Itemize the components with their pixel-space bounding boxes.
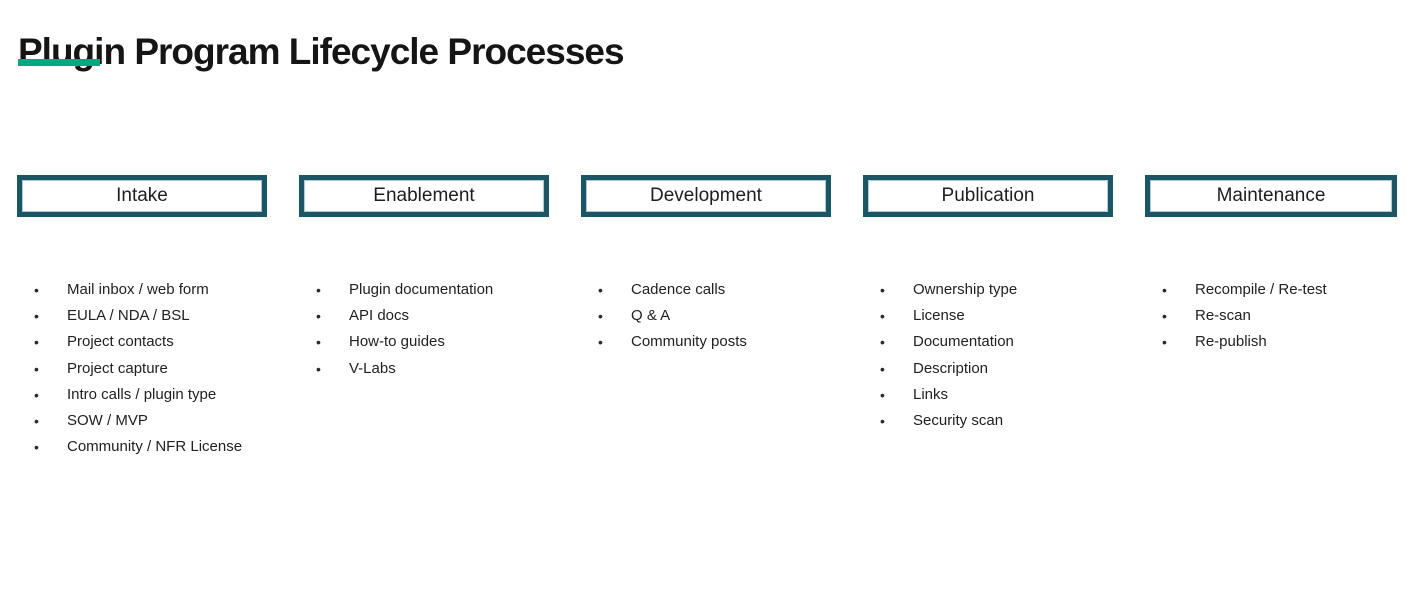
bullet-icon: • <box>316 308 321 325</box>
bullet-icon: • <box>34 413 39 430</box>
bullet-icon: • <box>880 413 885 430</box>
bullet-icon: • <box>1162 282 1167 298</box>
list-item-label: Cadence calls <box>631 281 726 298</box>
list-item: • SOW / MVP <box>17 408 267 434</box>
process-column-enablement: Enablement • Plugin documentation • API do… <box>299 175 549 460</box>
list-item: • Mail inbox / web form <box>17 277 267 303</box>
column-header-box: Development <box>581 175 831 217</box>
list-item-label: Project capture <box>67 359 168 377</box>
bullet-icon: • <box>316 334 321 351</box>
title-accent-bar <box>18 59 100 66</box>
process-list: • Mail inbox / web form • EULA / NDA / BSL… <box>17 277 267 460</box>
list-item-label: SOW / MVP <box>67 412 148 430</box>
column-header-label: Intake <box>22 180 262 212</box>
column-header-label: Maintenance <box>1150 180 1392 212</box>
list-item-label: Security scan <box>913 412 1004 430</box>
bullet-icon: • <box>34 439 39 456</box>
list-item-label: Ownership type <box>913 281 1018 298</box>
list-item-label: Mail inbox / web form <box>67 281 209 298</box>
list-item: • Security scan <box>863 408 1113 434</box>
bullet-icon: • <box>34 334 39 351</box>
list-item-label: Community posts <box>631 333 747 351</box>
process-list: • Cadence calls • Q & A • Community posts <box>581 277 831 356</box>
process-columns: Intake • Mail inbox / web form • EULA / ND… <box>17 175 1397 460</box>
list-item-label: Re-scan <box>1195 307 1251 325</box>
list-item: • Cadence calls <box>581 277 831 303</box>
list-item-label: Recompile / Re-test <box>1195 281 1327 298</box>
process-column-development: Development • Cadence calls • Q & A • Commu… <box>581 175 831 460</box>
page-title: Plugin Program Lifecycle Processes <box>18 30 625 72</box>
list-item: • Plugin documentation <box>299 277 549 303</box>
bullet-icon: • <box>34 386 39 403</box>
list-item: • Community posts <box>581 329 831 355</box>
column-header-box: Intake <box>17 175 267 217</box>
bullet-icon: • <box>598 334 603 351</box>
list-item: • How-to guides <box>299 329 549 355</box>
list-item: • Q & A <box>581 303 831 329</box>
list-item-label: EULA / NDA / BSL <box>67 307 190 325</box>
list-item-label: Project contacts <box>67 333 174 351</box>
list-item-label: Intro calls / plugin type <box>67 385 217 403</box>
list-item-label: Description <box>913 359 989 377</box>
bullet-icon: • <box>880 334 885 351</box>
process-column-maintenance: Maintenance • Recompile / Re-test • Re-sca… <box>1145 175 1397 460</box>
bullet-icon: • <box>316 282 321 298</box>
column-header-box: Enablement <box>299 175 549 217</box>
list-item: • Project capture <box>17 356 267 382</box>
bullet-icon: • <box>34 308 39 325</box>
list-item-label: Community / NFR License <box>67 438 243 456</box>
list-item-label: How-to guides <box>349 333 445 351</box>
list-item-label: Re-publish <box>1195 333 1267 351</box>
process-list: • Plugin documentation • API docs • How-to … <box>299 277 549 382</box>
bullet-icon: • <box>880 360 885 377</box>
process-column-publication: Publication • Ownership type • License • Do… <box>863 175 1113 460</box>
list-item: • Re-publish <box>1145 329 1397 355</box>
column-header-label: Development <box>586 180 826 212</box>
list-item: • Links <box>863 382 1113 408</box>
bullet-icon: • <box>598 308 603 325</box>
list-item: • V-Labs <box>299 356 549 382</box>
list-item: • License <box>863 303 1113 329</box>
bullet-icon: • <box>880 386 885 403</box>
process-list: •Ownership type •License •Documentation … <box>863 277 1113 434</box>
process-list: • Recompile / Re-test • Re-scan • Re-publis… <box>1145 277 1397 356</box>
list-item: • EULA / NDA / BSL <box>17 303 267 329</box>
column-header-label: Enablement <box>304 180 544 212</box>
bullet-icon: • <box>880 308 885 325</box>
list-item: • Documentation <box>863 329 1113 355</box>
bullet-icon: • <box>1162 308 1167 325</box>
list-item-label: V-Labs <box>349 359 396 377</box>
bullet-icon: • <box>316 360 321 377</box>
bullet-icon: • <box>34 360 39 377</box>
bullet-icon: • <box>598 282 603 298</box>
column-header-box: Publication <box>863 175 1113 217</box>
list-item: • Intro calls / plugin type <box>17 382 267 408</box>
list-item-label: Plugin documentation <box>349 281 494 298</box>
list-item-label: License <box>913 307 965 325</box>
list-item-label: Q & A <box>631 307 671 325</box>
list-item: • API docs <box>299 303 549 329</box>
bullet-icon: • <box>880 282 885 298</box>
list-item: • Recompile / Re-test <box>1145 277 1397 303</box>
column-header-box: Maintenance <box>1145 175 1397 217</box>
list-item: • Community / NFR License <box>17 434 267 460</box>
list-item: • Ownership type <box>863 277 1113 303</box>
bullet-icon: • <box>1162 334 1167 351</box>
bullet-icon: • <box>34 282 39 298</box>
list-item-label: Links <box>913 385 949 403</box>
column-header-label: Publication <box>868 180 1108 212</box>
list-item: • Re-scan <box>1145 303 1397 329</box>
list-item-label: Documentation <box>913 333 1014 351</box>
process-column-intake: Intake • Mail inbox / web form • EULA / ND… <box>17 175 267 460</box>
list-item-label: API docs <box>349 307 410 325</box>
list-item: • Description <box>863 356 1113 382</box>
list-item: • Project contacts <box>17 329 267 355</box>
